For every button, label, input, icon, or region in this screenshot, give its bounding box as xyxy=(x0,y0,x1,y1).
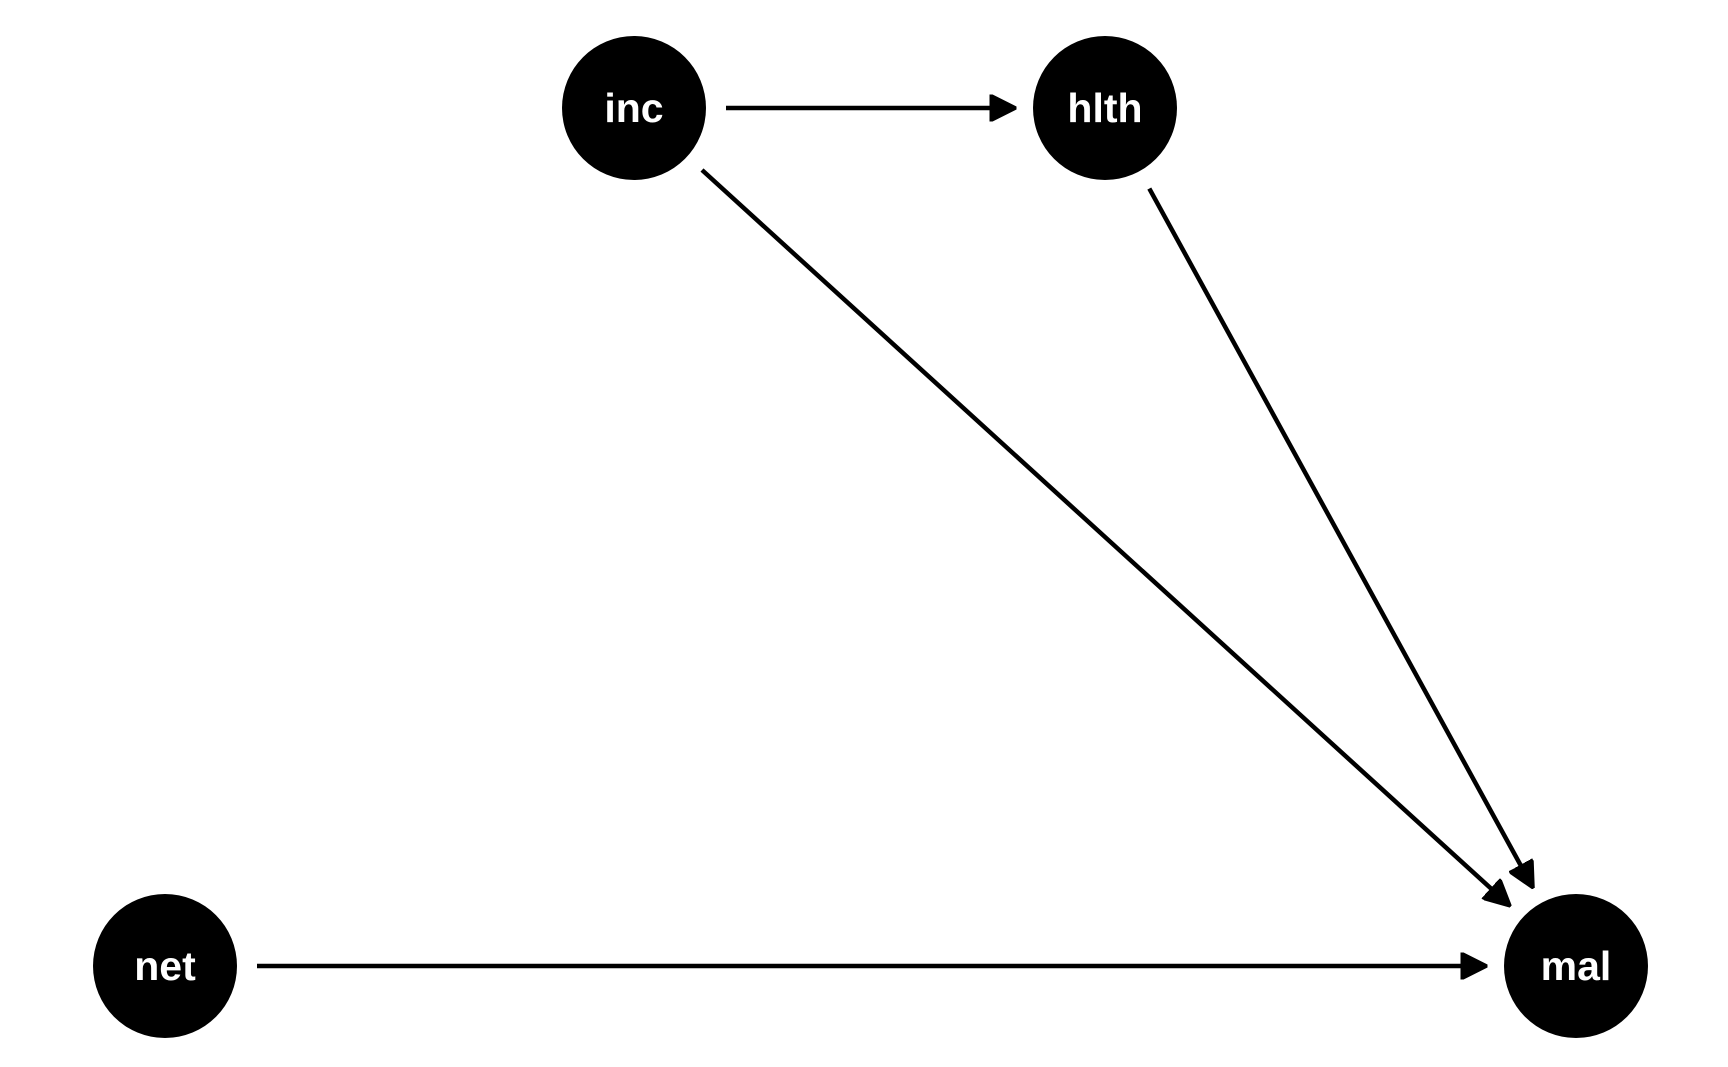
edge-inc-to-mal xyxy=(700,168,1508,904)
node-circle-net xyxy=(93,894,237,1038)
node-label-inc: inc xyxy=(604,85,663,131)
node-circle-hlth xyxy=(1033,36,1177,180)
node-inc: inc xyxy=(562,36,706,180)
node-label-net: net xyxy=(134,943,196,989)
node-hlth: hlth xyxy=(1033,36,1177,180)
nodes: inc hlth net mal xyxy=(93,36,1648,1038)
node-label-mal: mal xyxy=(1541,943,1612,989)
node-circle-inc xyxy=(562,36,706,180)
edges xyxy=(257,108,1532,966)
node-circle-mal xyxy=(1504,894,1648,1038)
node-mal: mal xyxy=(1504,894,1648,1038)
node-label-hlth: hlth xyxy=(1067,85,1142,131)
edge-hlth-to-mal xyxy=(1147,187,1531,886)
node-net: net xyxy=(93,894,237,1038)
